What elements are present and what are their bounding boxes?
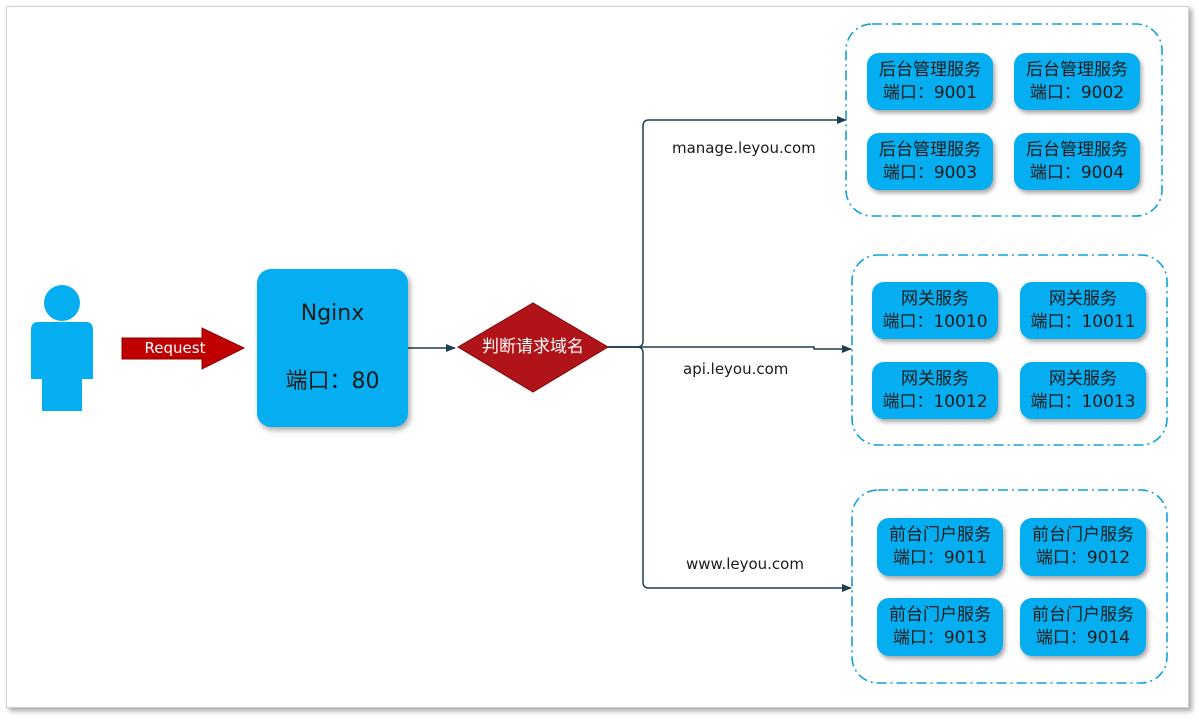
service-name: 前台门户服务: [889, 525, 991, 545]
service-port: 端口：10011: [1030, 311, 1136, 332]
service-box: 后台管理服务 端口：9001: [867, 53, 993, 110]
service-port: 端口：9002: [1029, 82, 1125, 103]
nginx-port: 端口：80: [285, 369, 380, 394]
service-name: 前台门户服务: [889, 605, 991, 625]
service-box: 前台门户服务 端口：9011: [877, 518, 1003, 576]
service-name: 网关服务: [1049, 288, 1117, 309]
domain-label-manage: manage.leyou.com: [672, 139, 816, 157]
service-name: 网关服务: [1049, 368, 1117, 389]
service-box: 前台门户服务 端口：9013: [877, 598, 1003, 656]
service-box: 网关服务 端口：10012: [872, 362, 998, 419]
service-port: 端口：9003: [882, 162, 978, 183]
request-arrow: [121, 327, 246, 370]
service-name: 网关服务: [901, 288, 969, 309]
service-name: 后台管理服务: [879, 59, 981, 80]
service-port: 端口：9004: [1029, 162, 1125, 183]
service-name: 前台门户服务: [1032, 525, 1134, 545]
domain-label-www: www.leyou.com: [686, 555, 804, 573]
service-port: 端口：9014: [1035, 628, 1131, 648]
service-port: 端口：10013: [1030, 391, 1136, 412]
domain-label-api: api.leyou.com: [683, 360, 789, 378]
service-box: 网关服务 端口：10011: [1020, 282, 1146, 339]
branch-api-connector: [608, 345, 852, 353]
api-group-container: [851, 254, 1168, 446]
portal-group-container: [851, 489, 1168, 684]
service-port: 端口：10010: [882, 311, 988, 332]
nginx-node: Nginx 端口：80: [257, 269, 408, 427]
request-label: Request: [144, 339, 206, 357]
decision-label: 判断请求域名: [482, 337, 584, 357]
service-box: 后台管理服务 端口：9004: [1014, 133, 1140, 190]
nginx-name: Nginx: [300, 301, 365, 326]
service-box: 网关服务 端口：10013: [1020, 362, 1146, 419]
service-port: 端口：9001: [882, 82, 978, 103]
service-name: 后台管理服务: [879, 139, 981, 160]
service-port: 端口：9011: [892, 548, 988, 568]
service-box: 网关服务 端口：10010: [872, 282, 998, 339]
service-port: 端口：9012: [1035, 548, 1131, 568]
service-box: 前台门户服务 端口：9014: [1020, 598, 1146, 656]
manage-group-container: [845, 23, 1163, 217]
service-name: 后台管理服务: [1026, 139, 1128, 160]
service-box: 后台管理服务 端口：9002: [1014, 53, 1140, 110]
service-box: 前台门户服务 端口：9012: [1020, 518, 1146, 576]
service-name: 后台管理服务: [1026, 59, 1128, 80]
service-name: 前台门户服务: [1032, 605, 1134, 625]
service-port: 端口：9013: [892, 628, 988, 648]
branch-www-connector: [608, 346, 852, 592]
service-box: 后台管理服务 端口：9003: [867, 133, 993, 190]
service-name: 网关服务: [901, 368, 969, 389]
user-icon: [31, 285, 93, 411]
service-port: 端口：10012: [882, 391, 988, 412]
